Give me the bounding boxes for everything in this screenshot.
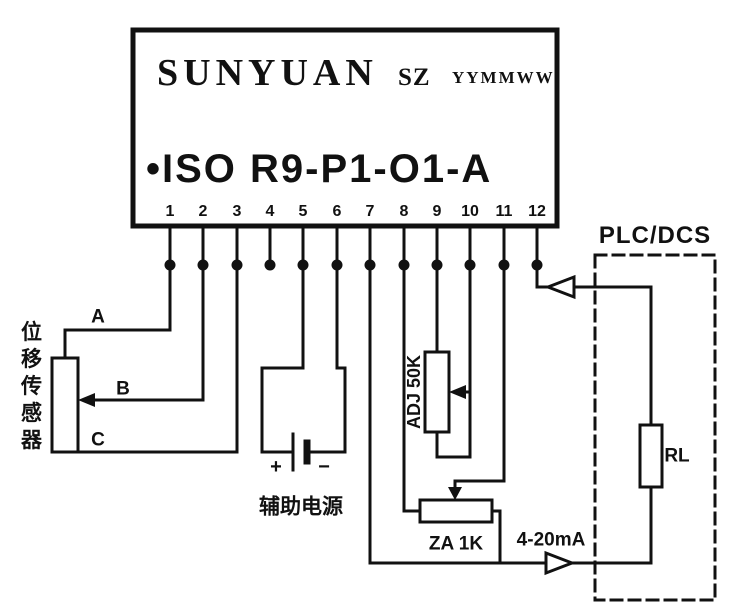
power-plus-label: + <box>270 456 282 478</box>
terminal-dot <box>331 259 343 271</box>
output-signal-label: 4-20mA <box>516 529 586 551</box>
terminal-dot <box>164 259 176 271</box>
terminal-dot <box>464 259 476 271</box>
pin-number-2: 2 <box>198 203 208 220</box>
sensor-label: 位移传感器 <box>18 320 42 456</box>
sensor-wiper-arrowhead <box>78 393 95 407</box>
wire-plc-top <box>572 285 653 427</box>
wire-sensor-c <box>63 263 239 454</box>
wire-za-right <box>490 509 502 565</box>
pin-number-1: 1 <box>165 203 175 220</box>
pin-number-10: 10 <box>461 203 479 220</box>
wire-sensor-b <box>91 263 205 402</box>
model-label: •ISO R9-P1-O1-A <box>146 147 493 191</box>
terminal-dot <box>431 259 443 271</box>
output-arrow <box>544 550 577 576</box>
series-label: SZ <box>398 64 431 91</box>
brand-label: SUNYUAN <box>157 52 378 94</box>
wire-power-positive <box>260 263 305 454</box>
plc-dcs-box <box>593 253 717 602</box>
pin-number-4: 4 <box>265 203 275 220</box>
adj-potentiometer <box>423 350 451 434</box>
rl-resistor <box>638 423 664 489</box>
adj-wiper-arrowhead <box>449 385 466 399</box>
terminal-dot <box>231 259 243 271</box>
wire-output-low <box>368 263 548 565</box>
adj-pot-label: ADJ 50K <box>404 354 424 430</box>
rl-label: RL <box>664 445 690 467</box>
terminal-dot <box>197 259 209 271</box>
wire-sensor-a <box>63 263 172 360</box>
wire-pin11-za-wiper <box>453 263 506 491</box>
pin-number-11: 11 <box>495 203 513 220</box>
terminal-dot <box>398 259 410 271</box>
module-box <box>130 27 560 229</box>
terminal-dot <box>264 259 276 271</box>
terminal-dot <box>498 259 510 271</box>
terminal-b-label: B <box>116 378 130 400</box>
datecode-label: YYMMWW <box>452 68 555 87</box>
pin-number-3: 3 <box>232 203 242 220</box>
terminal-dot <box>531 259 543 271</box>
pin-number-12: 12 <box>528 203 546 220</box>
pin-number-6: 6 <box>332 203 342 220</box>
pin-number-5: 5 <box>298 203 308 220</box>
pin-number-8: 8 <box>399 203 409 220</box>
terminal-dot <box>297 259 309 271</box>
za-pot-label: ZA 1K <box>428 533 484 555</box>
return-arrow <box>543 274 576 300</box>
power-minus-label: − <box>318 456 330 478</box>
wire-pin10-adj <box>435 263 472 459</box>
wire-plc-bottom <box>570 485 653 565</box>
plc-dcs-label: PLC/DCS <box>598 222 712 249</box>
wire-power-negative <box>308 263 347 454</box>
pin-number-9: 9 <box>432 203 442 220</box>
terminal-a-label: A <box>91 306 105 328</box>
wire-pin8-za-left <box>402 263 422 513</box>
za-potentiometer <box>418 498 494 524</box>
pin-leads <box>168 224 539 267</box>
za-wiper-arrowhead <box>448 487 462 500</box>
displacement-sensor-potentiometer <box>50 356 80 454</box>
pin-number-7: 7 <box>365 203 375 220</box>
terminal-c-label: C <box>91 429 105 451</box>
terminal-dot <box>364 259 376 271</box>
power-label: 辅助电源 <box>259 495 343 519</box>
